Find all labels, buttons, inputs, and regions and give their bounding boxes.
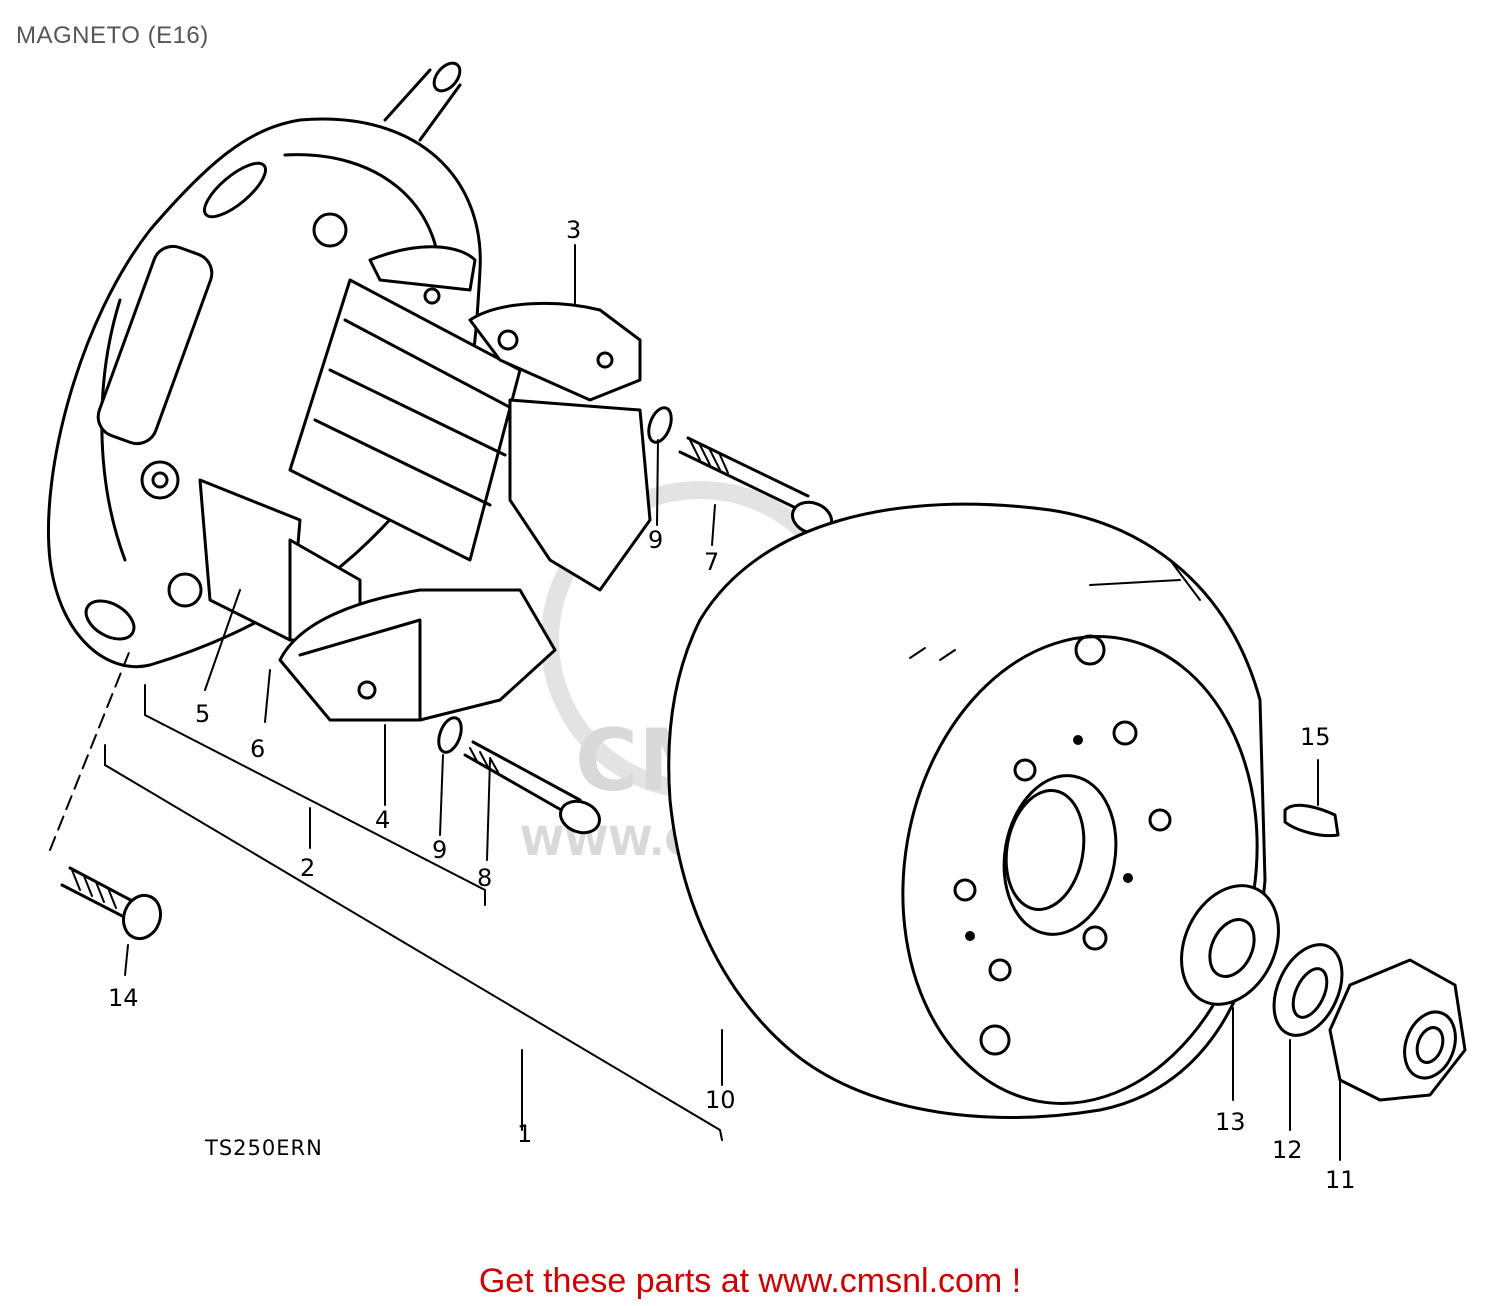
callout-14: 14 [108, 984, 139, 1012]
screw-14 [60, 866, 163, 941]
footer-link[interactable]: Get these parts at www.cmsnl.com ! [478, 1262, 1022, 1300]
callout-6: 6 [250, 735, 265, 763]
callout-12: 12 [1272, 1136, 1303, 1164]
coil-assembly [198, 245, 522, 642]
callout-9b: 9 [432, 836, 447, 864]
callout-labels: 3 5 6 4 9 8 2 9 7 14 1 10 15 13 12 11 [108, 216, 1356, 1194]
callout-5: 5 [195, 700, 210, 728]
callout-4: 4 [375, 806, 390, 834]
callout-2: 2 [300, 854, 315, 882]
callout-3: 3 [566, 216, 581, 244]
lockwasher-12 [1272, 943, 1344, 1037]
coil-3 [468, 301, 652, 592]
callout-11: 11 [1325, 1166, 1356, 1194]
washer-13 [1180, 884, 1280, 1006]
callout-13: 13 [1215, 1108, 1246, 1136]
coil-4 [278, 588, 557, 722]
callout-8: 8 [477, 864, 492, 892]
callout-7: 7 [704, 548, 719, 576]
lead-wire [383, 61, 462, 142]
callout-15: 15 [1300, 723, 1331, 751]
page-title: MAGNETO (E16) [16, 22, 209, 49]
woodruff-key-15 [1283, 803, 1340, 838]
screw-8 [463, 740, 601, 835]
rotor-10 [667, 502, 1267, 1119]
nut-11 [1328, 958, 1467, 1102]
washers-9 [437, 406, 673, 754]
model-code: TS250ERN [204, 1136, 323, 1160]
leader-lines [49, 244, 1341, 1161]
callout-9a: 9 [648, 526, 663, 554]
callout-1: 1 [517, 1120, 532, 1148]
callout-10: 10 [705, 1086, 736, 1114]
